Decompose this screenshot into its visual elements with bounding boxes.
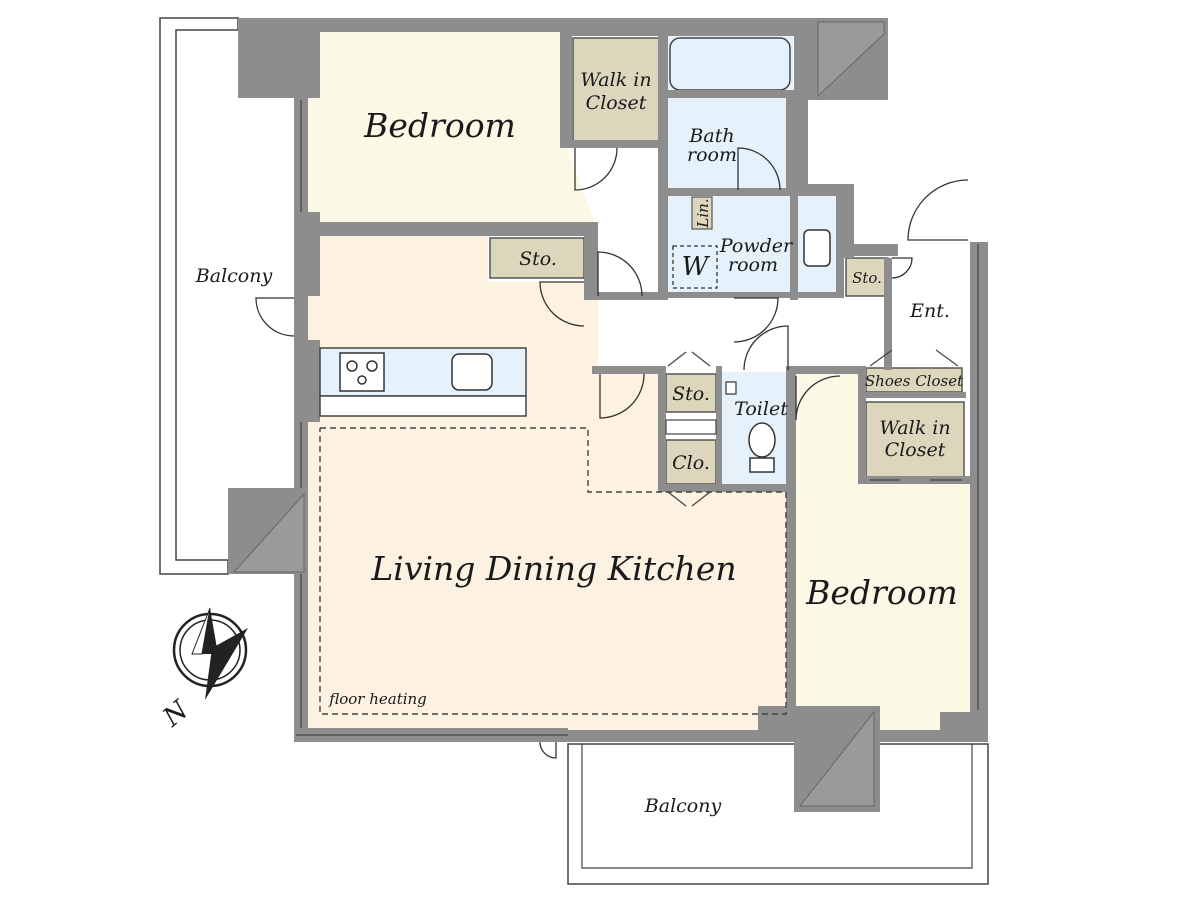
- bedroom-east-floor: [794, 370, 970, 738]
- kitchen-counter: [319, 347, 527, 417]
- doors: [255, 147, 969, 759]
- ldk-label: Living Dining Kitchen: [370, 549, 736, 588]
- balcony-west-area: [159, 17, 239, 575]
- walk-in-closet-1-label-1: Walk in: [580, 69, 651, 91]
- corridor-floor: [598, 298, 890, 370]
- floor-heating-outline: [319, 427, 787, 715]
- closet-label: Clo.: [672, 452, 710, 474]
- balcony-south-label: Balcony: [644, 795, 722, 817]
- storage-2-floor: [845, 257, 889, 297]
- balcony-south-area: [567, 743, 989, 885]
- bathroom-label-2: room: [687, 144, 737, 166]
- compass-icon: N: [157, 607, 248, 733]
- window-marks: [296, 100, 979, 736]
- wash-basin-icon: [803, 229, 831, 267]
- storage-1-floor: [489, 237, 585, 279]
- storage-3-label: Sto.: [672, 383, 710, 405]
- toilet-label: Toilet: [734, 398, 788, 420]
- bathroom-label-1: Bath: [688, 125, 734, 147]
- washer-label: W: [682, 252, 711, 282]
- walls: [228, 18, 988, 812]
- washer-icon: [672, 245, 718, 289]
- walk-in-closet-2-floor: [865, 401, 965, 481]
- walk-in-closet-2-label-2: Closet: [885, 439, 946, 461]
- walk-in-closet-2-label-1: Walk in: [879, 417, 950, 439]
- bedroom-east-label: Bedroom: [805, 573, 958, 612]
- walk-in-closet-1-label-2: Closet: [586, 92, 647, 114]
- stove-icon: [339, 352, 385, 392]
- balcony-west-label: Balcony: [195, 265, 273, 287]
- bedroom-north-label: Bedroom: [363, 106, 516, 145]
- storage-3-floor: [665, 373, 717, 413]
- walk-in-closet-1-floor: [572, 37, 660, 143]
- powder-room-label-1: Powder: [719, 235, 794, 257]
- shoes-closet-label: Shoes Closet: [865, 372, 964, 390]
- sink-icon: [451, 353, 493, 391]
- entrance-label: Ent.: [909, 300, 950, 322]
- compass-north-letter: N: [157, 694, 195, 733]
- linen-floor: [691, 196, 713, 230]
- storage-2-label: Sto.: [852, 269, 882, 287]
- entrance-floor: [890, 258, 970, 370]
- toilet-icon: [725, 381, 776, 473]
- powder-room-label-2: room: [728, 254, 778, 276]
- storage-1-label: Sto.: [519, 248, 557, 270]
- bathtub: [669, 37, 791, 91]
- linen-label: Lin.: [694, 198, 712, 228]
- floor-heating-label: floor heating: [328, 690, 427, 708]
